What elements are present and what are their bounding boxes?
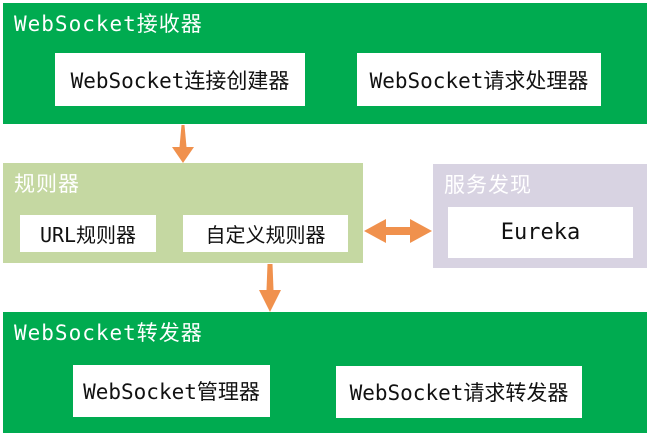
down-arrow-rules-to-forwarder-icon <box>259 264 281 312</box>
rules-box: 规则器 URL规则器 自定义规则器 <box>3 163 363 263</box>
rules-title: 规则器 <box>14 172 80 196</box>
url-rule-node: URL规则器 <box>20 215 156 252</box>
discovery-title: 服务发现 <box>444 173 532 197</box>
discovery-box: 服务发现 Eureka <box>433 164 647 268</box>
down-arrow-receiver-to-rules-icon <box>172 125 194 163</box>
eureka-node: Eureka <box>448 207 633 258</box>
request-handler-node: WebSocket请求处理器 <box>357 53 601 106</box>
receiver-title: WebSocket接收器 <box>14 12 203 36</box>
forwarder-box: WebSocket转发器 WebSocket管理器 WebSocket请求转发器 <box>3 312 647 433</box>
receiver-box: WebSocket接收器 WebSocket连接创建器 WebSocket请求处… <box>3 3 647 124</box>
request-forwarder-node: WebSocket请求转发器 <box>336 366 582 418</box>
custom-rule-node: 自定义规则器 <box>183 215 348 252</box>
double-arrow-rules-discovery-icon <box>364 219 432 243</box>
connection-creator-node: WebSocket连接创建器 <box>55 53 305 106</box>
forwarder-title: WebSocket转发器 <box>14 321 203 345</box>
manager-node: WebSocket管理器 <box>73 365 270 417</box>
